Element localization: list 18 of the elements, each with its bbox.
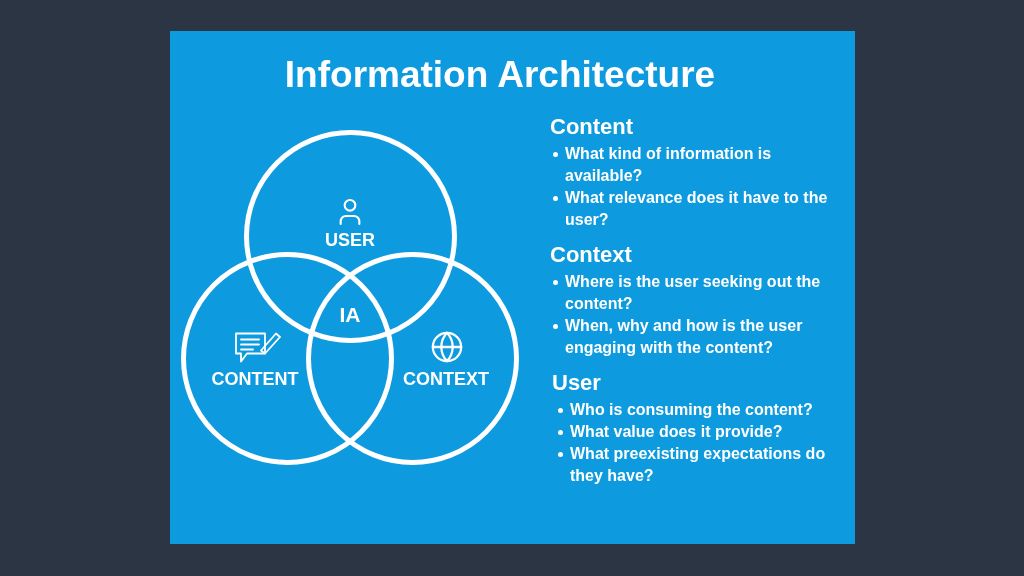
circle-label: USER bbox=[325, 229, 375, 251]
venn-circle bbox=[243, 129, 457, 343]
bullet-text: What value does it provide? bbox=[570, 422, 784, 442]
venn-circle bbox=[180, 251, 394, 465]
circle-label: CONTEXT bbox=[403, 368, 489, 390]
section-heading: User bbox=[552, 370, 601, 396]
intersection-label: IA bbox=[339, 303, 361, 327]
title: Information Architecture bbox=[284, 53, 716, 97]
section-heading: Content bbox=[550, 114, 634, 140]
bullet-text: Who is consuming the content? bbox=[570, 400, 814, 420]
bullet-text: What kind of information is available? bbox=[565, 144, 773, 186]
bullet-text: Where is the user seeking out the content? bbox=[565, 272, 822, 314]
section-heading: Context bbox=[550, 242, 632, 268]
venn-circle bbox=[305, 251, 519, 465]
bullet-text: What preexisting expectations do they have? bbox=[570, 444, 827, 486]
circle-label: CONTENT bbox=[211, 368, 299, 390]
bullet-text: When, why and how is the user engaging with the content? bbox=[565, 316, 804, 358]
bullet-text: What relevance does it have to the user? bbox=[565, 188, 829, 230]
